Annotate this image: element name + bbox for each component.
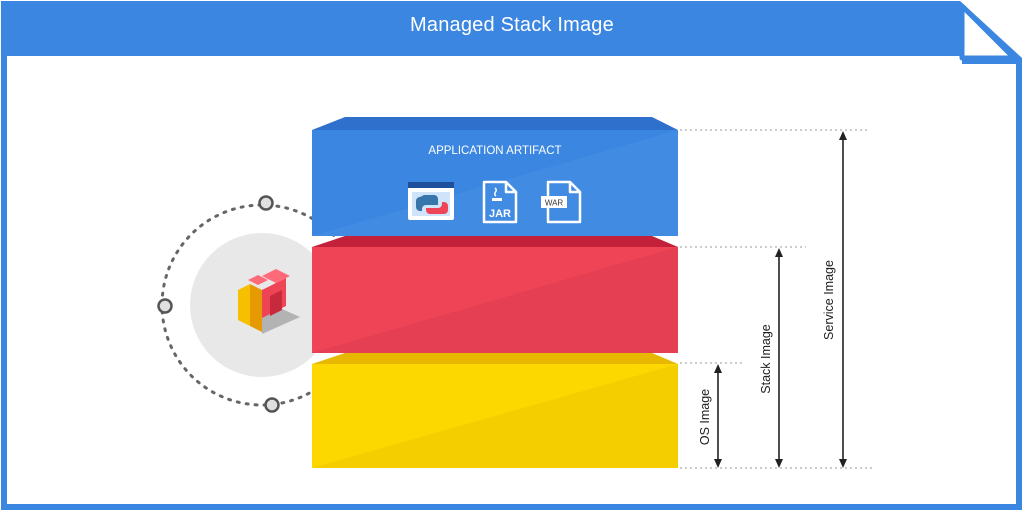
service-image-label: Service Image bbox=[822, 260, 836, 340]
jar-file-icon: JAR bbox=[482, 180, 518, 224]
guide-lines bbox=[680, 129, 875, 469]
os-layer bbox=[312, 353, 678, 468]
platform-logo-group bbox=[157, 195, 364, 413]
jar-label: JAR bbox=[489, 208, 511, 220]
war-file-icon: WAR bbox=[541, 180, 582, 224]
application-artifact-label: APPLICATION ARTIFACT bbox=[428, 145, 561, 157]
application-artifact-layer: APPLICATION ARTIFACT JAR WAR bbox=[312, 117, 678, 236]
logo-icon bbox=[238, 269, 300, 334]
war-label: WAR bbox=[545, 199, 564, 208]
os-image-label: OS Image bbox=[698, 389, 712, 445]
python-icon bbox=[408, 182, 454, 220]
stack-layer bbox=[312, 236, 678, 353]
stack-image-label: Stack Image bbox=[759, 324, 773, 394]
page-title: Managed Stack Image bbox=[410, 14, 614, 36]
dimension-arrows bbox=[714, 131, 847, 468]
